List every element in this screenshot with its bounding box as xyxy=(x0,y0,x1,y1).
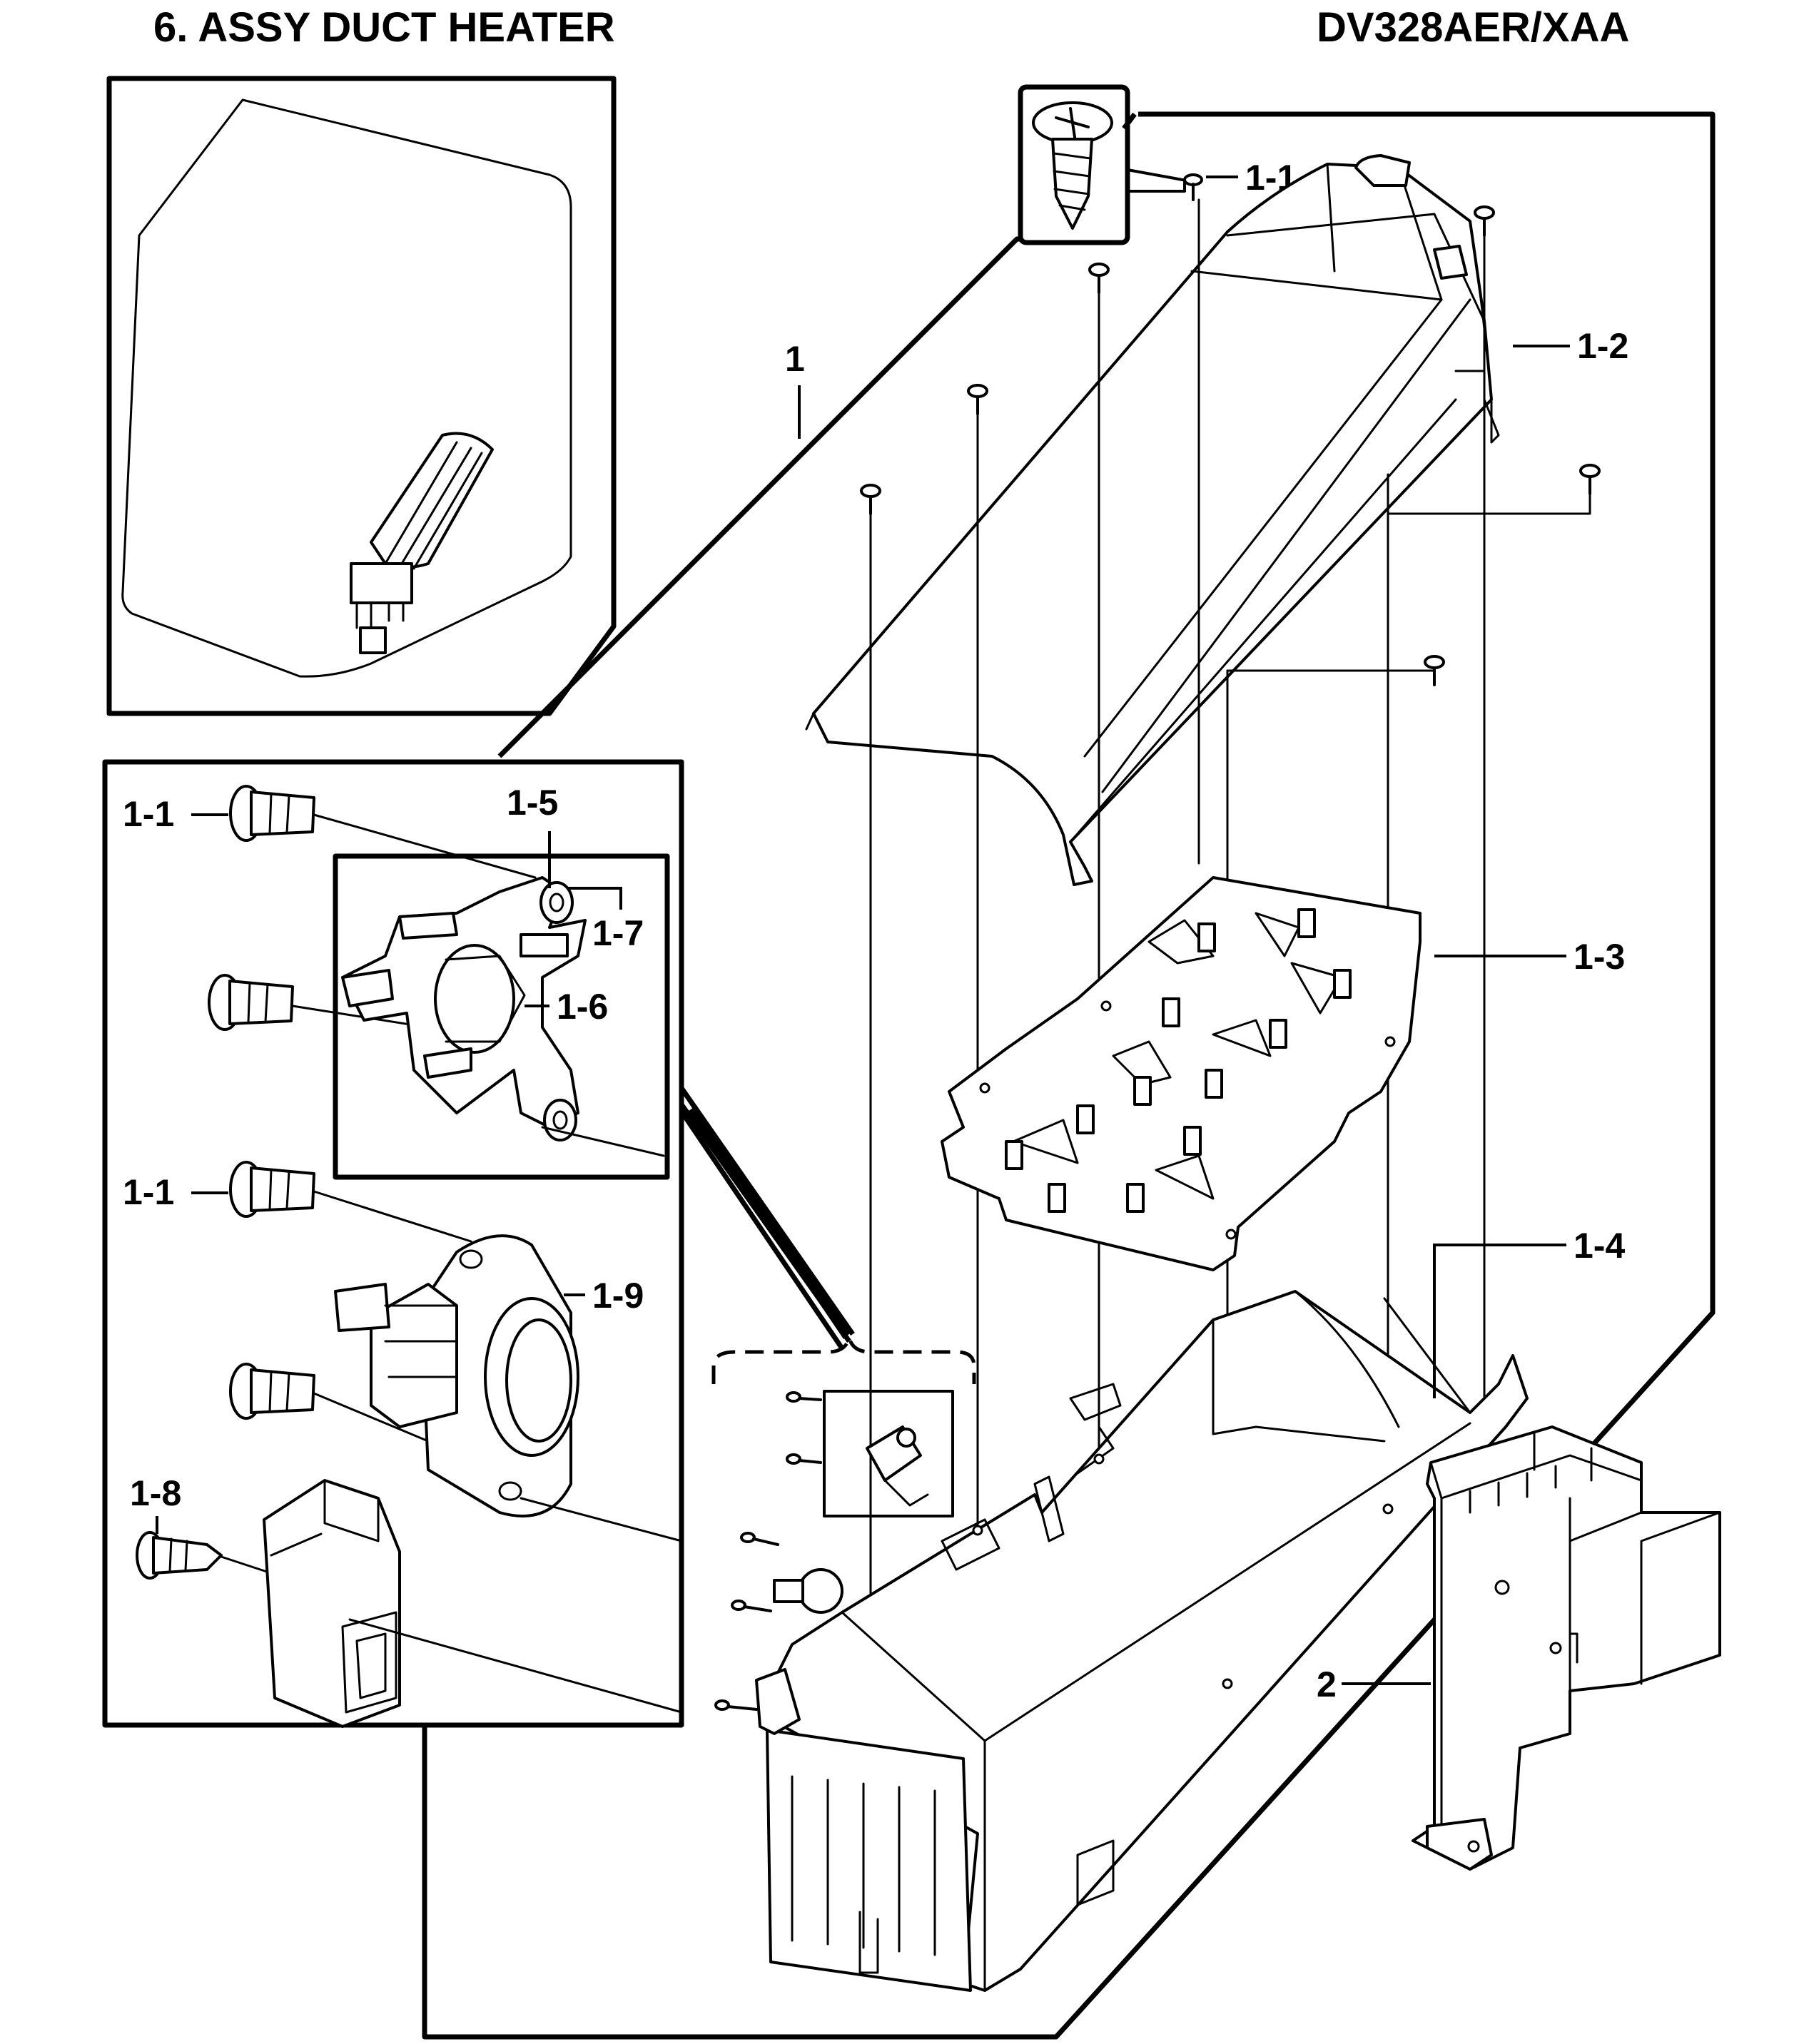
inset-screw-callout-1: 1-1 xyxy=(123,794,228,834)
diagram-title: 6. ASSY DUCT HEATER xyxy=(153,4,615,51)
duct-cover-callout: 1-2 xyxy=(1513,326,1628,366)
duct-housing-callout: 1-4 xyxy=(1433,1226,1625,1398)
inset-screw-callout-2: 1-1 xyxy=(123,1172,228,1212)
thermostat-assembly xyxy=(341,876,665,1157)
screw-icon xyxy=(1032,101,1113,230)
inset-screw-1 xyxy=(229,785,537,879)
thermostat-bracket-callout: 1-5 xyxy=(507,783,558,888)
callout-label-1-2: 1-2 xyxy=(1577,326,1628,366)
screw-detail-box xyxy=(1018,84,1186,245)
model-number: DV328AER/XAA xyxy=(1317,4,1629,51)
heater-element-plate xyxy=(941,876,1422,1271)
callout-label-1-8: 1-8 xyxy=(130,1473,181,1513)
thumbnail-panel xyxy=(106,76,617,716)
duct-housing xyxy=(766,1290,1529,1992)
callout-label-1-7: 1-7 xyxy=(592,913,644,953)
screw-small-c xyxy=(740,1532,779,1546)
inset-screw-terminal xyxy=(136,1531,273,1580)
thermostat-bracket-box xyxy=(333,853,670,1180)
callout-label-1-5: 1-5 xyxy=(507,783,558,823)
duct-cover xyxy=(805,154,1500,886)
screw-small-a xyxy=(786,1391,822,1403)
thermal-fuse-callout: 1-9 xyxy=(564,1276,644,1316)
housing-components xyxy=(711,1337,976,1735)
mounting-bracket xyxy=(1412,1425,1721,1871)
callout-label-1: 1 xyxy=(785,339,805,379)
component-inset-panel xyxy=(102,759,855,1728)
screw-small-b xyxy=(786,1453,822,1465)
thermostat-small xyxy=(866,1425,929,1507)
bracket-clip-callout: 1-7 xyxy=(567,887,644,953)
mounting-bracket-callout: 2 xyxy=(1317,1664,1431,1704)
callout-label-1-3: 1-3 xyxy=(1574,937,1625,977)
terminal-screw-callout: 1-8 xyxy=(130,1473,181,1534)
thermal-fuse xyxy=(334,1234,683,1542)
terminal-cover xyxy=(263,1479,683,1728)
callout-label-1-4: 1-4 xyxy=(1574,1226,1625,1266)
callout-label-1-6: 1-6 xyxy=(557,987,608,1027)
thermostat-callout: 1-6 xyxy=(525,987,608,1027)
screw-small-e xyxy=(714,1699,758,1711)
callout-label-1-9: 1-9 xyxy=(592,1276,644,1316)
inset-screw-2 xyxy=(208,974,430,1031)
heater-plate-callout: 1-3 xyxy=(1434,937,1625,977)
inset-screw-3 xyxy=(229,1161,472,1243)
callout-label-1-1-b: 1-1 xyxy=(123,1172,174,1212)
callout-label-2: 2 xyxy=(1317,1664,1337,1704)
assembly-frame-outline xyxy=(422,111,1716,2040)
inset-screw-4 xyxy=(229,1363,430,1443)
terminal-cover-small xyxy=(755,1668,801,1735)
thermal-fuse-small xyxy=(773,1568,843,1614)
heater-assembly-thumbnail xyxy=(350,432,494,654)
callout-label-1-1-a: 1-1 xyxy=(123,794,174,834)
screw-top-callout: 1-1 xyxy=(1183,158,1297,201)
screw-small-d xyxy=(731,1600,772,1612)
loose-screws xyxy=(860,205,1601,686)
